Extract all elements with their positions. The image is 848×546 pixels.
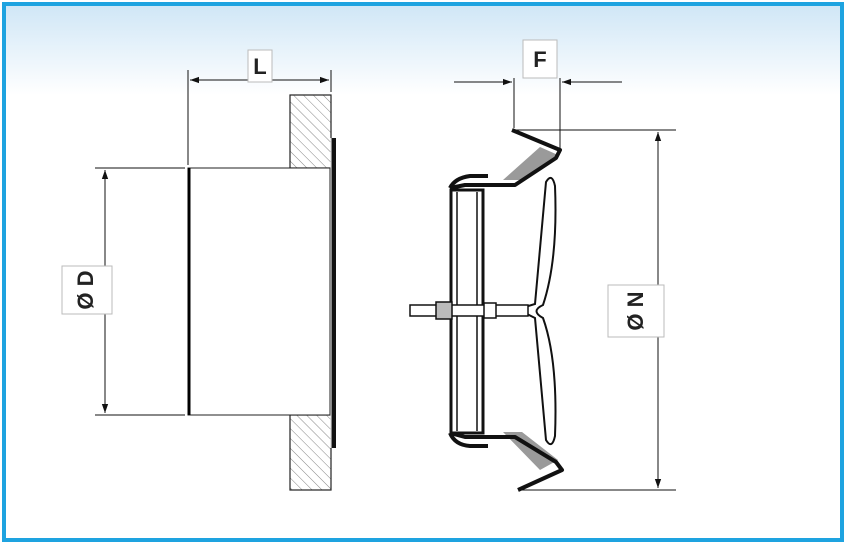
- spindle: [409, 304, 529, 317]
- dimension-D: [61, 167, 185, 416]
- duct-body: [187, 167, 331, 416]
- label-D: Ø D: [73, 270, 98, 309]
- flange-top-curve: [449, 128, 562, 190]
- seal-bottom: [503, 432, 558, 470]
- label-N: Ø N: [623, 291, 648, 330]
- label-F: F: [533, 47, 546, 72]
- dimension-F: [454, 39, 622, 148]
- face-plate: [331, 138, 336, 448]
- flange-bottom: [289, 414, 332, 491]
- flange-bottom-curve: [449, 431, 564, 492]
- dimension-N: [515, 129, 676, 491]
- dimension-L: [187, 49, 332, 165]
- label-L: L: [253, 54, 266, 79]
- side-view-valve: [409, 128, 564, 492]
- flange-top: [289, 94, 332, 169]
- nut: [435, 301, 453, 320]
- side-view-duct: [187, 94, 336, 491]
- valve-disc: [524, 176, 557, 446]
- seal-top: [503, 147, 558, 180]
